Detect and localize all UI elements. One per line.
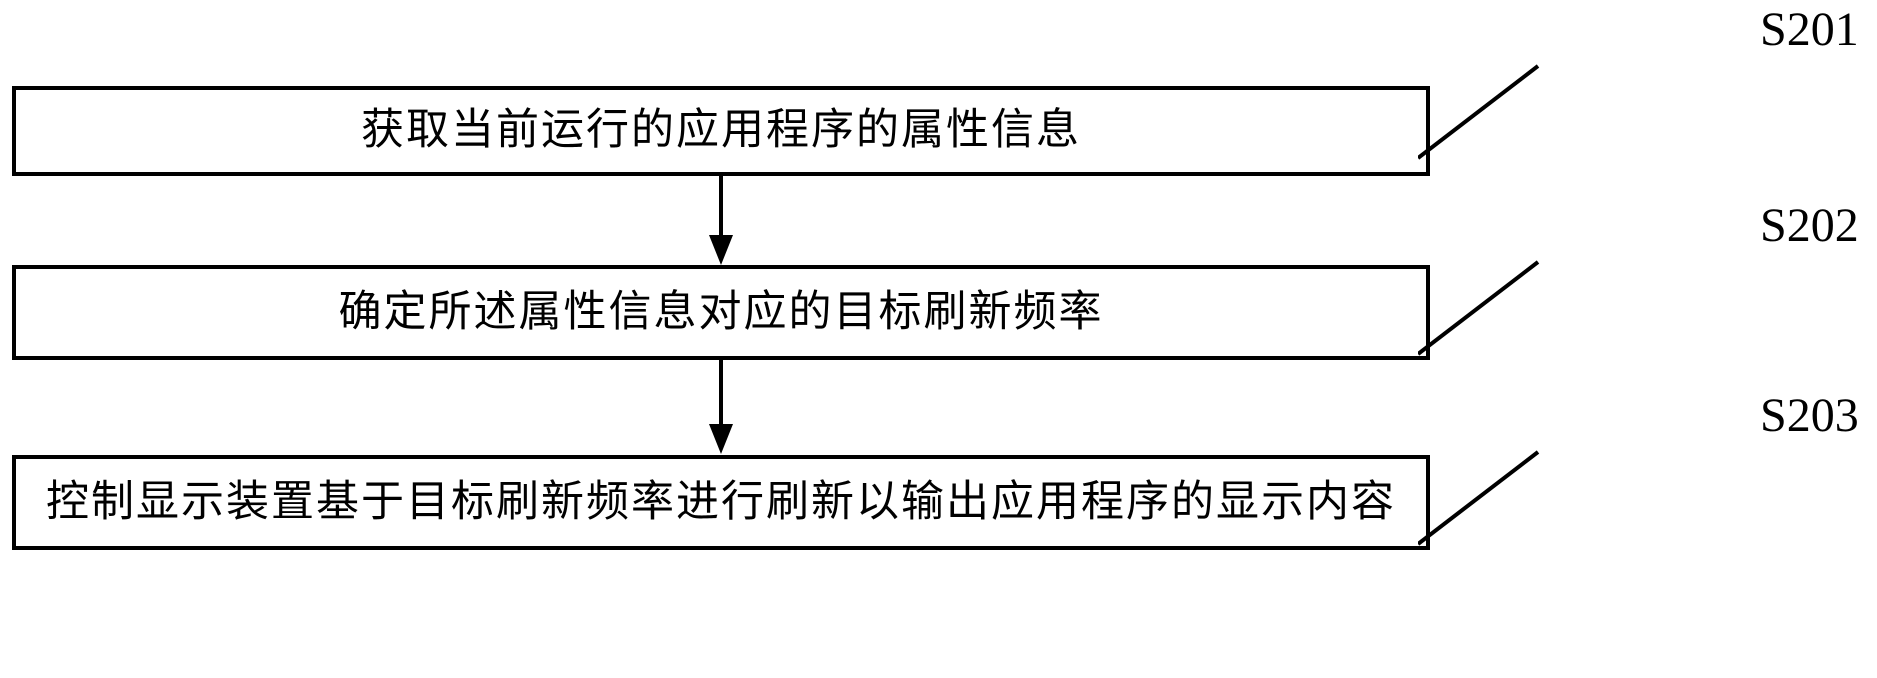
connector-shaft [719, 360, 723, 425]
process-box-s203[interactable]: 控制显示装置基于目标刷新频率进行刷新以输出应用程序的显示内容 [12, 455, 1430, 550]
arrowhead-down-icon [709, 424, 733, 454]
process-box-s203-label: 控制显示装置基于目标刷新频率进行刷新以输出应用程序的显示内容 [46, 478, 1396, 526]
connector-s201-to-s202 [701, 176, 741, 265]
process-box-s202-label: 确定所述属性信息对应的目标刷新频率 [338, 288, 1104, 336]
leader-line-s202 [1418, 260, 1540, 356]
leader-line-s203 [1418, 450, 1540, 546]
process-box-s201[interactable]: 获取当前运行的应用程序的属性信息 [12, 86, 1430, 176]
leader-line-s201 [1418, 64, 1540, 160]
step-reference-s203: S203 [1760, 389, 1859, 442]
arrowhead-down-icon [709, 235, 733, 265]
process-box-s201-label: 获取当前运行的应用程序的属性信息 [361, 107, 1081, 155]
connector-s202-to-s203 [701, 360, 741, 455]
connector-shaft [719, 176, 723, 236]
process-box-s202[interactable]: 确定所述属性信息对应的目标刷新频率 [12, 265, 1430, 360]
step-reference-s202: S202 [1760, 199, 1859, 252]
step-reference-s201: S201 [1760, 3, 1859, 56]
